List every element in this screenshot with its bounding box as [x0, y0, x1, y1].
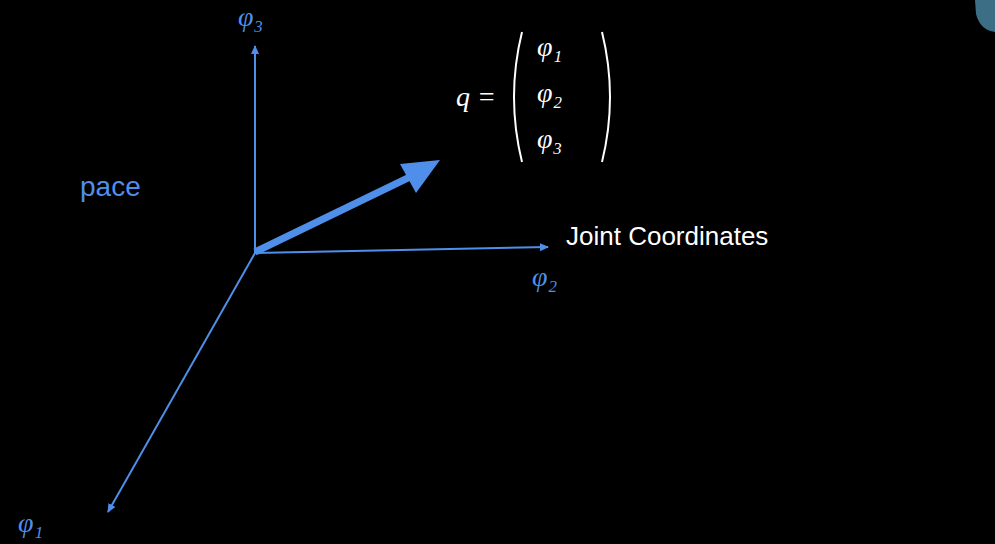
vector-q: [255, 176, 412, 252]
caption-label: Joint Coordinates: [566, 222, 768, 251]
vector-head: [400, 160, 440, 193]
axis-phi3: [254, 46, 256, 253]
corner-icon: [975, 0, 995, 32]
axis-label: φ₃: [238, 2, 263, 33]
matrix-entry: φ₃: [537, 124, 562, 155]
matrix-entry: φ₂: [537, 78, 562, 109]
axis-phi1: [108, 253, 255, 512]
matrix-entry: φ₁: [537, 32, 562, 63]
right-paren: [602, 32, 610, 162]
title-fragment: pace: [80, 172, 141, 203]
axis-phi2: [255, 247, 548, 253]
left-paren: [514, 32, 522, 162]
axis-label: φ₂: [532, 262, 557, 293]
vector-name: q =: [456, 82, 496, 113]
axis-label: φ₁: [18, 508, 43, 539]
